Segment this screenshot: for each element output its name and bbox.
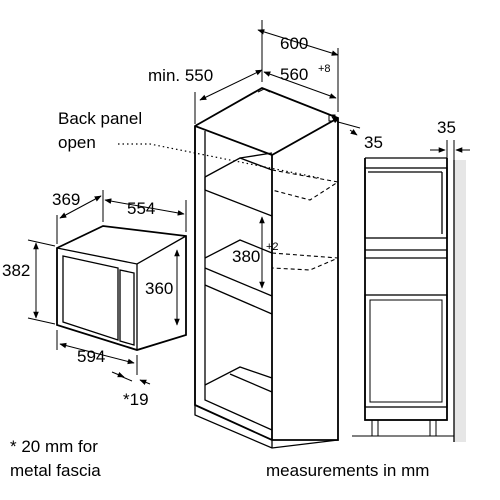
label-369: 369	[52, 190, 80, 209]
dimension-554: 554	[104, 198, 187, 232]
label-380: 380	[232, 247, 260, 266]
label-35-right: 35	[364, 133, 383, 152]
label-560: 560	[280, 65, 308, 84]
back-panel-label-line2: open	[58, 133, 96, 152]
dimension-594: 594	[56, 330, 138, 375]
dimension-35-right: 35	[331, 116, 383, 152]
dimension-369: 369	[52, 190, 104, 244]
label-19: *19	[123, 390, 149, 409]
label-min-550: min. 550	[148, 66, 213, 85]
footnote-line2: metal fascia	[10, 461, 101, 480]
dimension-19: *19	[111, 371, 151, 409]
dimension-382: 382	[2, 239, 56, 325]
label-35-side: 35	[437, 118, 456, 137]
dimension-560: 560 +8	[263, 63, 337, 99]
microwave-appliance	[56, 225, 187, 351]
label-382: 382	[2, 261, 30, 280]
footnote-line1: * 20 mm for	[10, 437, 98, 456]
tall-cabinet	[194, 87, 340, 449]
label-360: 360	[145, 279, 173, 298]
label-380-tolerance: +2	[266, 241, 279, 253]
dimension-35-side: 35	[430, 118, 470, 160]
units-note: measurements in mm	[266, 461, 429, 480]
label-554: 554	[127, 199, 155, 218]
label-600: 600	[280, 34, 308, 53]
label-594: 594	[77, 347, 105, 366]
dimension-360: 360	[145, 249, 180, 326]
back-panel-callout: Back panel open	[58, 109, 321, 179]
side-section-view	[352, 157, 466, 442]
back-panel-label-line1: Back panel	[58, 109, 142, 128]
label-560-tolerance: +8	[318, 63, 331, 75]
dimension-380: 380 +2	[232, 216, 279, 289]
dimension-min-550: min. 550	[148, 66, 263, 124]
